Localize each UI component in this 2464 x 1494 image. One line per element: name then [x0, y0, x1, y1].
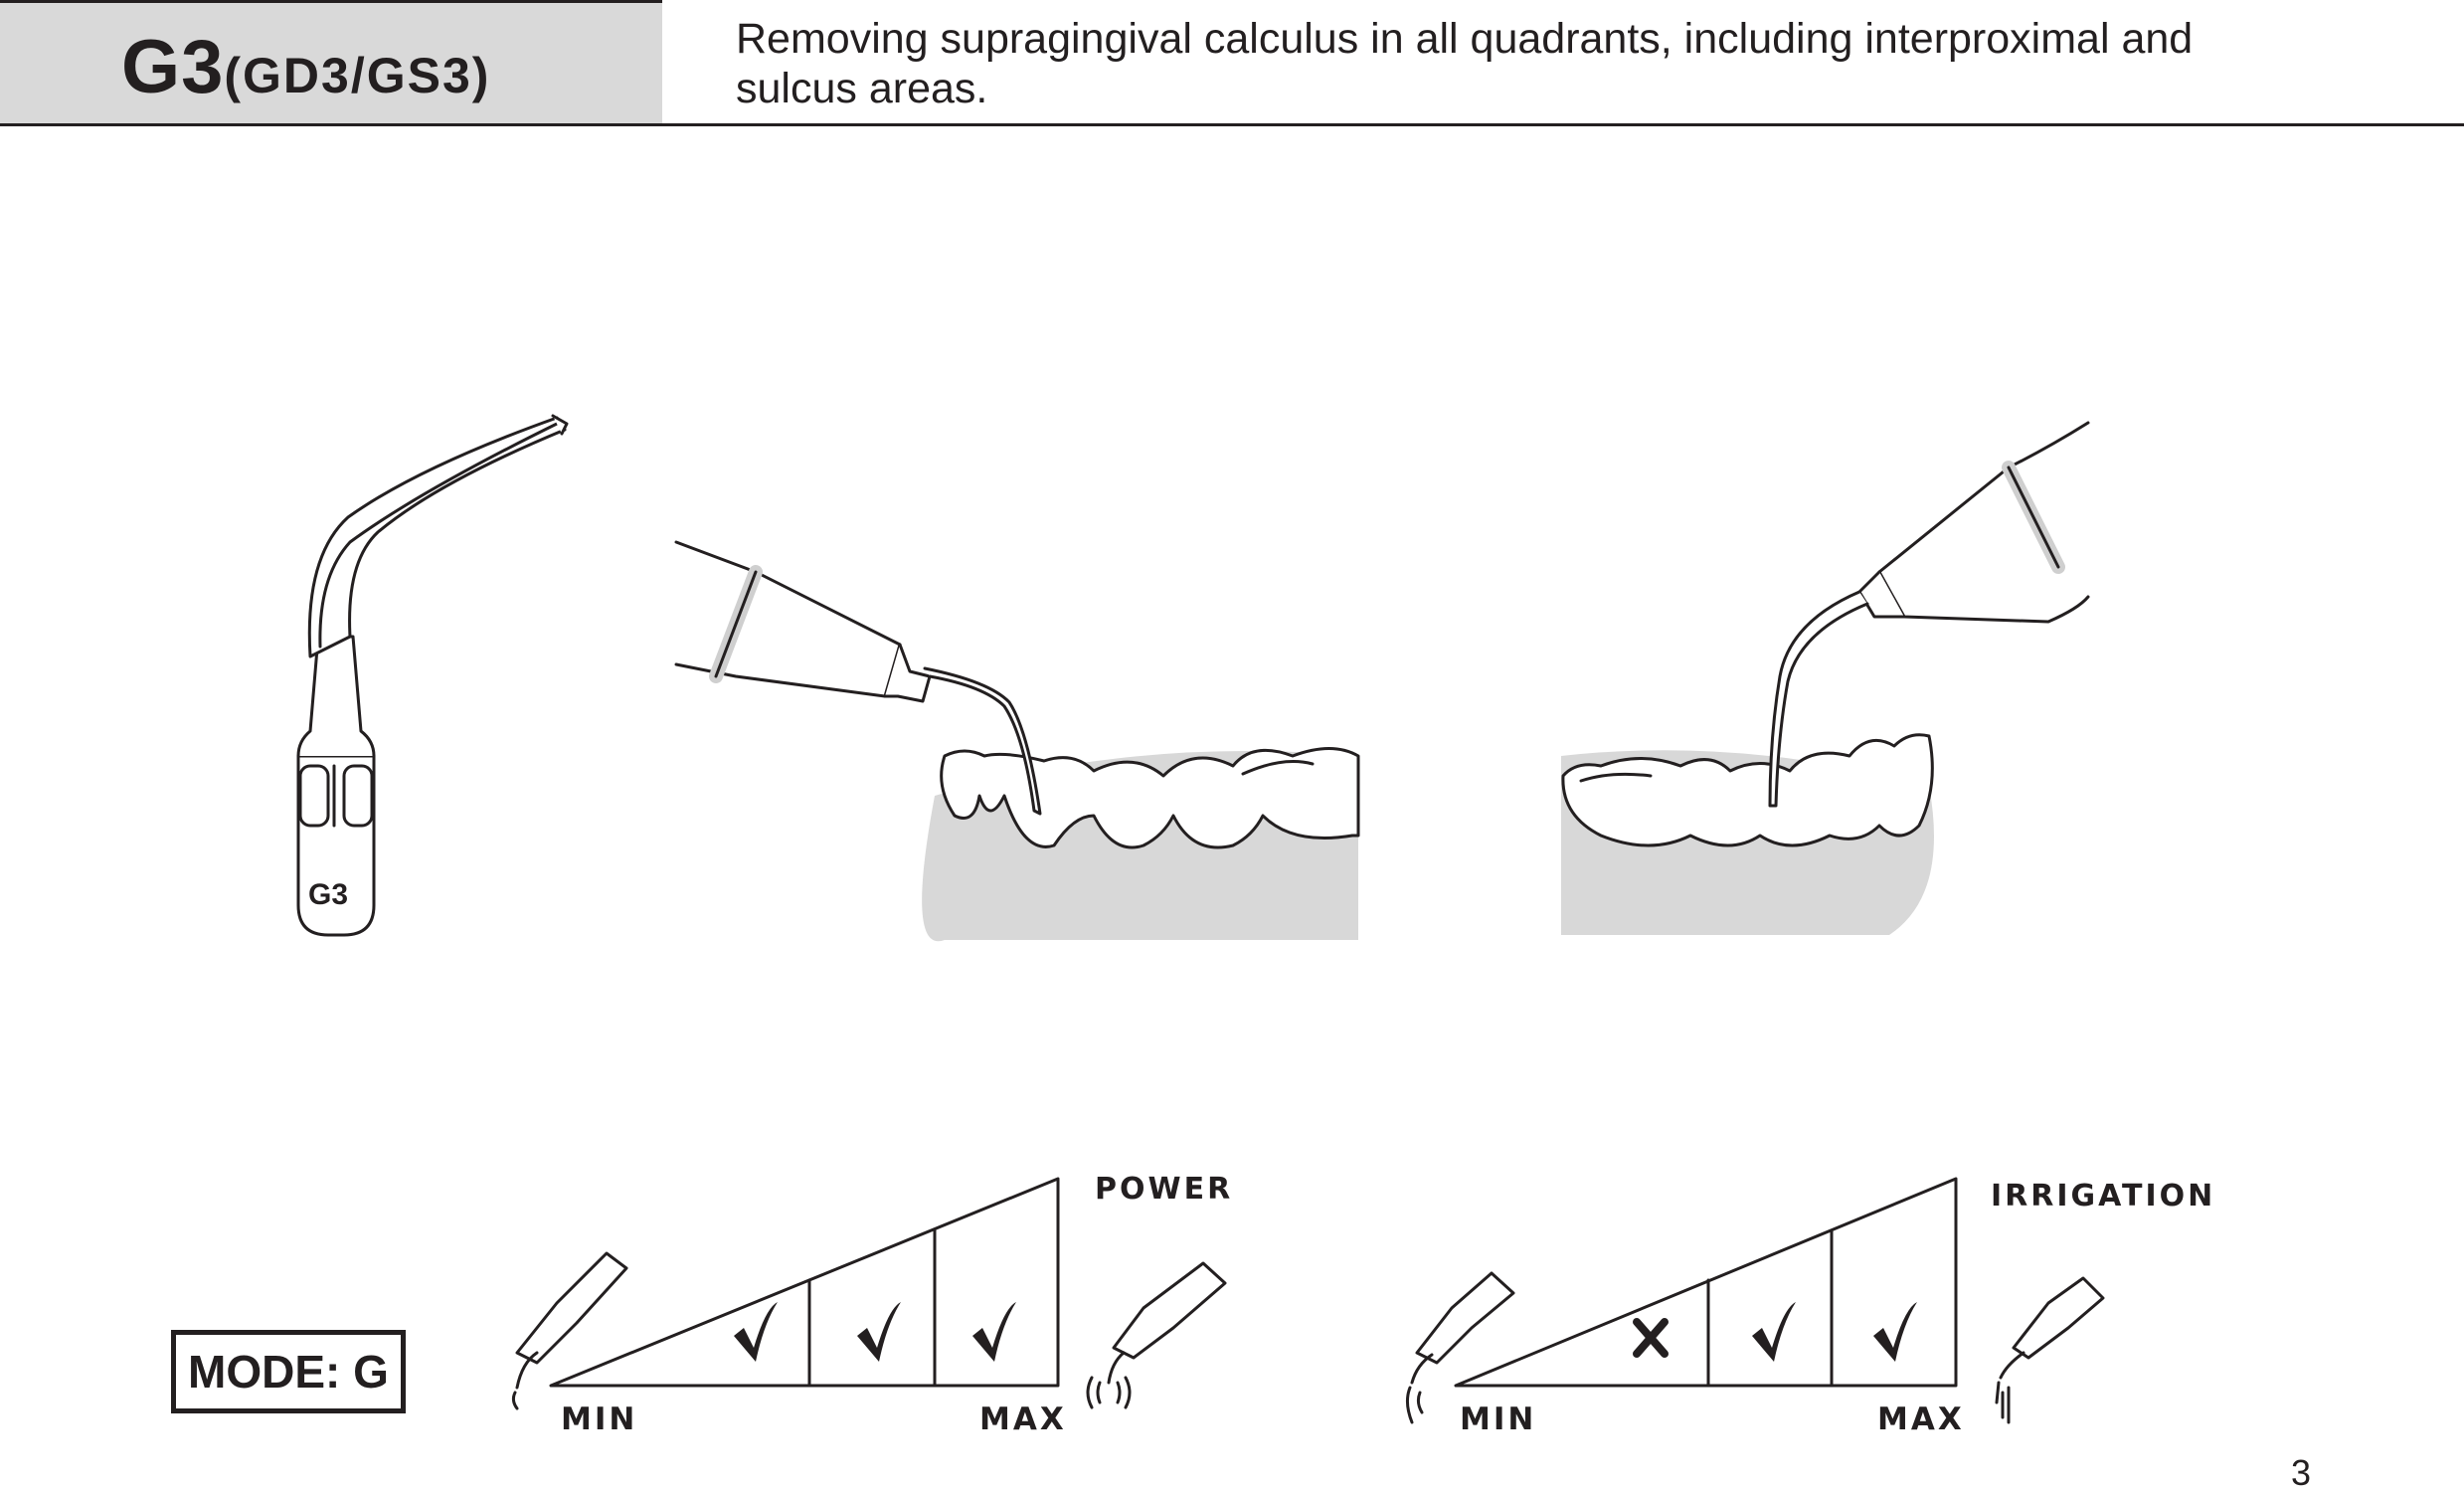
mode-label: MODE: G [188, 1346, 389, 1398]
power-max-label: MAX [979, 1401, 1067, 1437]
irrigation-handpiece-left [1405, 1271, 1515, 1424]
irrigation-min-label: MIN [1460, 1401, 1536, 1437]
irrigation-chart [1405, 1177, 2105, 1424]
power-level-marks [734, 1302, 1016, 1362]
power-level-3-check-icon [972, 1302, 1016, 1362]
power-level-1-check-icon [734, 1302, 778, 1362]
irrigation-level-3-check-icon [1873, 1302, 1917, 1362]
header-top-rule [0, 0, 662, 3]
mode-badge: MODE: G [171, 1330, 406, 1413]
model-name: G3 [121, 25, 225, 109]
model-variants: (GD3/GS3) [224, 48, 491, 103]
irrigation-handpiece-right [1995, 1276, 2105, 1424]
irrigation-max-label: MAX [1877, 1401, 1965, 1437]
power-handpiece-left [511, 1251, 628, 1410]
power-min-label: MIN [561, 1401, 637, 1437]
header-band [0, 0, 662, 123]
usage-illustration-left [674, 540, 1360, 942]
usage-description: Removing supragingival calculus in all q… [736, 14, 2426, 113]
power-level-2-check-icon [857, 1302, 901, 1362]
irrigation-level-1-cross-icon [1633, 1318, 1669, 1358]
power-handpiece-right [1086, 1261, 1227, 1409]
description-line-2: sulcus areas. [736, 65, 988, 112]
page-number: 3 [2291, 1452, 2312, 1493]
power-title: POWER [1095, 1172, 1233, 1207]
usage-illustration-right [1561, 421, 2090, 935]
header-rule [0, 123, 2464, 126]
scaler-tip-illustration: G3 [296, 414, 569, 937]
description-line-1: Removing supragingival calculus in all q… [736, 15, 2194, 63]
model-title: G3(GD3/GS3) [121, 28, 490, 115]
irrigation-title: IRRIGATION [1991, 1179, 2215, 1214]
power-chart [511, 1177, 1227, 1410]
irrigation-level-2-check-icon [1752, 1302, 1796, 1362]
irrigation-level-marks [1633, 1302, 1917, 1362]
tip-label: G3 [308, 878, 348, 911]
